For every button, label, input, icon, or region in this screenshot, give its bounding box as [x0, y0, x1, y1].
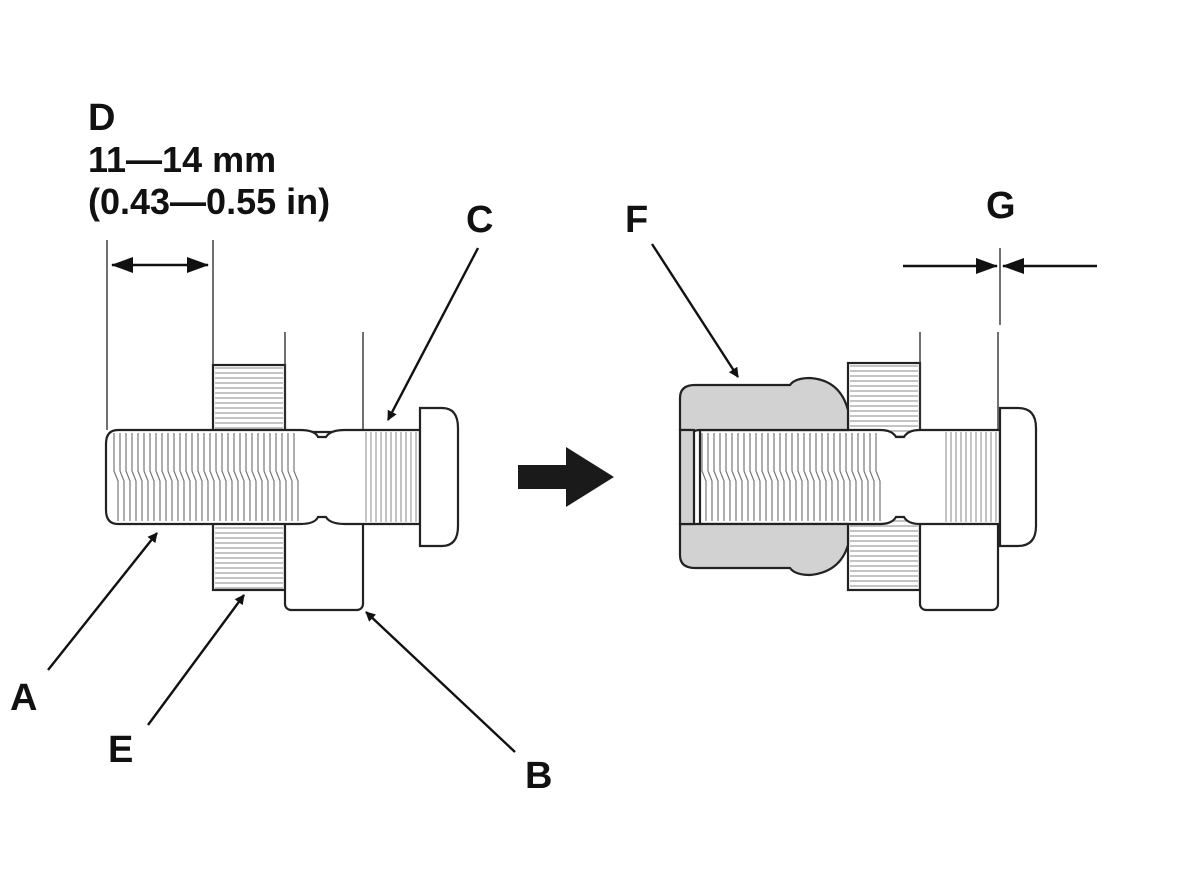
- thread-line: [143, 433, 149, 521]
- thread-line: [767, 433, 773, 521]
- right-arrow-icon: [518, 447, 614, 507]
- lug-nut-F: [678, 376, 850, 577]
- thread-line: [863, 433, 869, 521]
- dimension-G: [903, 248, 1097, 325]
- thread-line: [803, 433, 809, 521]
- thread-line: [827, 433, 833, 521]
- thread-line: [755, 433, 761, 521]
- thread-line: [845, 433, 851, 521]
- thread-line: [137, 433, 143, 521]
- measurement-mm: 11—14 mm: [88, 139, 276, 180]
- thread-line: [155, 433, 161, 521]
- leader-C: [386, 247, 480, 421]
- thread-line: [719, 433, 725, 521]
- thread-line: [791, 433, 797, 521]
- thread-line: [275, 433, 281, 521]
- thread-line: [773, 433, 779, 521]
- thread-line: [257, 433, 263, 521]
- thread-line: [749, 433, 755, 521]
- thread-line: [167, 433, 173, 521]
- thread-line: [293, 433, 299, 521]
- label-C: C: [466, 199, 493, 241]
- label-D: D: [88, 97, 115, 139]
- thread-line: [743, 433, 749, 521]
- thread-line: [131, 433, 137, 521]
- dimension-D: [106, 240, 214, 430]
- thread-line: [197, 433, 203, 521]
- thread-line: [821, 433, 827, 521]
- thread-line: [119, 433, 125, 521]
- thread-line: [239, 433, 245, 521]
- label-E: E: [108, 729, 133, 771]
- thread-line: [701, 433, 707, 521]
- thread-line: [725, 433, 731, 521]
- thread-line: [185, 433, 191, 521]
- wheel-stud-A: [104, 406, 460, 548]
- thread-line: [851, 433, 857, 521]
- thread-line: [875, 433, 881, 521]
- thread-line: [173, 433, 179, 521]
- thread-line: [785, 433, 791, 521]
- leader-A: [47, 532, 158, 671]
- thread-line: [761, 433, 767, 521]
- thread-line: [113, 433, 119, 521]
- thread-line: [209, 433, 215, 521]
- left-assembly: [47, 240, 516, 753]
- thread-line: [809, 433, 815, 521]
- thread-line: [707, 433, 713, 521]
- thread-line: [797, 433, 803, 521]
- thread-line: [263, 433, 269, 521]
- thread-line: [857, 433, 863, 521]
- label-F: F: [625, 199, 648, 241]
- right-assembly: [650, 243, 1097, 612]
- thread-line: [737, 433, 743, 521]
- thread-line: [233, 433, 239, 521]
- label-A: A: [10, 677, 37, 719]
- thread-line: [191, 433, 197, 521]
- thread-line: [245, 433, 251, 521]
- thread-line: [731, 433, 737, 521]
- thread-line: [281, 433, 287, 521]
- thread-line: [203, 433, 209, 521]
- label-B: B: [525, 755, 552, 797]
- thread-line: [179, 433, 185, 521]
- thread-line: [779, 433, 785, 521]
- thread-line: [161, 433, 167, 521]
- thread-line: [149, 433, 155, 521]
- leader-F: [650, 243, 740, 378]
- thread-line: [221, 433, 227, 521]
- wheel-stud: [698, 406, 1038, 548]
- thread-line: [833, 433, 839, 521]
- thread-line: [215, 433, 221, 521]
- thread-line: [269, 433, 275, 521]
- thread-line: [839, 433, 845, 521]
- thread-line: [713, 433, 719, 521]
- leader-B: [365, 611, 516, 753]
- thread-line: [125, 433, 131, 521]
- thread-line: [227, 433, 233, 521]
- thread-line: [287, 433, 293, 521]
- thread-line: [815, 433, 821, 521]
- label-G: G: [986, 185, 1016, 227]
- measurement-inch: (0.43—0.55 in): [88, 181, 330, 222]
- leader-E: [147, 594, 245, 726]
- thread-line: [251, 433, 257, 521]
- thread-line: [869, 433, 875, 521]
